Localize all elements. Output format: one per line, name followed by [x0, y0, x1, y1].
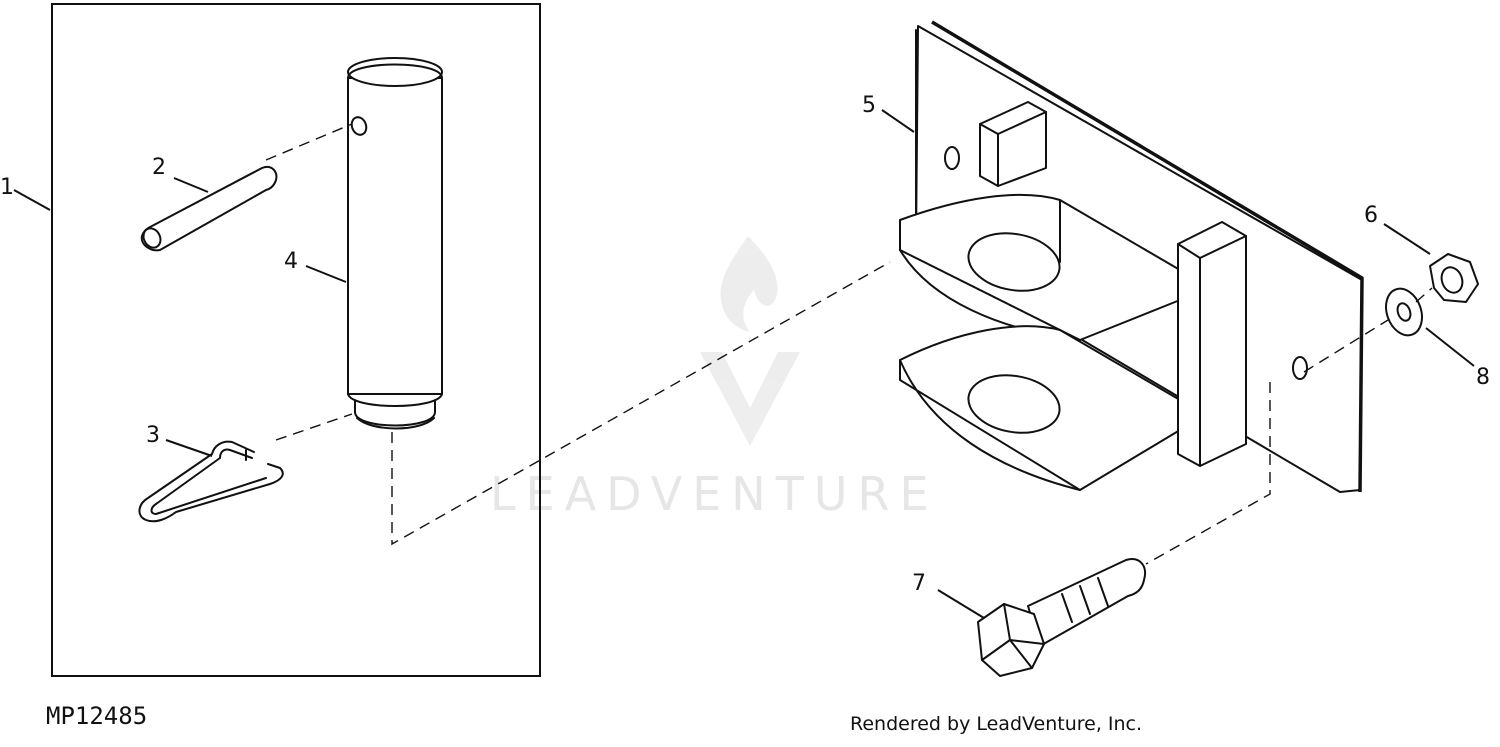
assembly-lines	[265, 123, 1433, 565]
callout-4: 4	[284, 249, 298, 274]
callout-7: 7	[912, 571, 926, 596]
flange-bolt	[977, 558, 1146, 677]
watermark-text: LEADVENTURE	[490, 467, 939, 521]
watermark-logo	[700, 236, 800, 446]
figure-id: MP12485	[46, 702, 147, 730]
lock-washer	[1385, 287, 1423, 337]
render-credit: Rendered by LeadVenture, Inc.	[850, 713, 1142, 735]
hitch-pin	[347, 57, 443, 430]
callout-2: 2	[152, 155, 166, 180]
kit-box-outline	[51, 3, 541, 677]
callout-8: 8	[1476, 365, 1490, 390]
spring-pin	[140, 166, 278, 252]
callout-5: 5	[862, 93, 876, 118]
callout-1: 1	[0, 175, 14, 200]
hair-pin-clip	[138, 440, 284, 523]
leader-lines	[13, 109, 1475, 619]
drawbar-bracket	[899, 20, 1364, 493]
callout-6: 6	[1364, 203, 1378, 228]
callout-3: 3	[146, 423, 160, 448]
hex-nut	[1429, 253, 1479, 303]
